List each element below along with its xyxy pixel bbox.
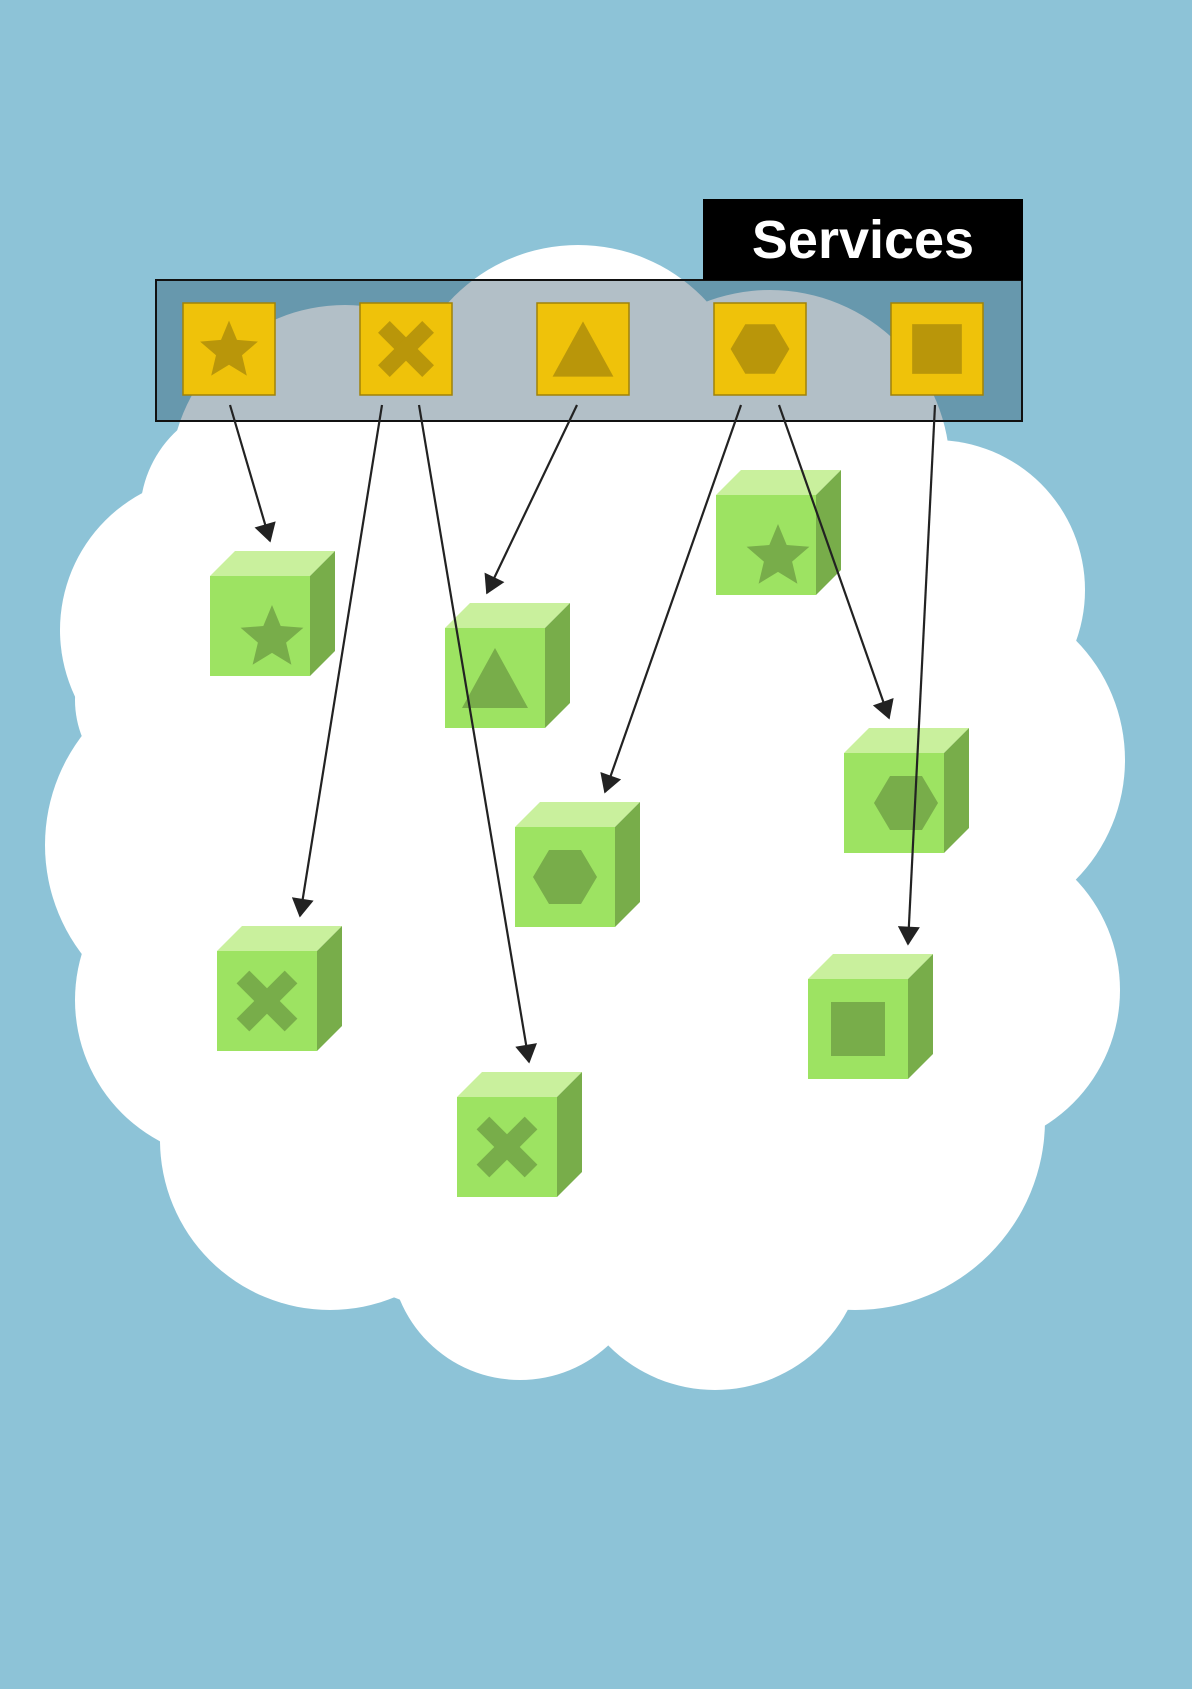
cube-star — [210, 551, 335, 676]
service-cross — [359, 302, 453, 396]
cross-icon — [378, 321, 434, 377]
service-box — [713, 302, 807, 396]
star-icon — [746, 524, 810, 584]
cube-side-face — [310, 551, 335, 676]
arrow-hexagon-to-cube-3 — [600, 404, 743, 794]
cube-front-face — [210, 576, 310, 676]
cube-top-face — [515, 802, 640, 827]
cube-cross — [457, 1072, 582, 1197]
cube-side-face — [615, 802, 640, 927]
cube-top-face — [808, 954, 933, 979]
square-icon — [912, 324, 962, 374]
hexagon-icon — [730, 324, 790, 374]
arrow-cross-to-cube-5 — [291, 404, 384, 918]
service-hexagon — [713, 302, 807, 396]
cube-side-face — [944, 728, 969, 853]
cube-top-face — [445, 603, 570, 628]
cube-cross — [217, 926, 342, 1051]
cube-side-face — [908, 954, 933, 1079]
cube-top-face — [217, 926, 342, 951]
square-icon — [831, 1002, 885, 1056]
cube-square — [808, 954, 933, 1079]
cube-triangle — [445, 603, 570, 728]
arrow-triangle-to-cube-1 — [484, 404, 578, 595]
cube-side-face — [545, 603, 570, 728]
cube-top-face — [844, 728, 969, 753]
arrow-cross-to-cube-7 — [417, 404, 537, 1064]
star-icon — [240, 605, 304, 665]
hexagon-icon — [533, 850, 597, 904]
cube-front-face — [716, 495, 816, 595]
triangle-icon — [552, 321, 614, 377]
arrow-star-to-cube-0 — [228, 404, 276, 543]
cube-star — [716, 470, 841, 595]
cube-top-face — [210, 551, 335, 576]
cube-top-face — [457, 1072, 582, 1097]
star-icon — [200, 320, 258, 376]
cube-hexagon — [844, 728, 969, 853]
arrow-hexagon-to-cube-4 — [777, 404, 894, 720]
cross-icon — [476, 1116, 538, 1178]
cube-hexagon — [515, 802, 640, 927]
arrow-square-to-cube-6 — [897, 404, 937, 946]
services-label: Services — [703, 199, 1023, 280]
hexagon-icon — [874, 776, 938, 830]
cube-side-face — [557, 1072, 582, 1197]
service-square — [890, 302, 984, 396]
triangle-icon — [462, 648, 528, 708]
service-triangle — [536, 302, 630, 396]
cross-icon — [236, 970, 298, 1032]
cube-side-face — [317, 926, 342, 1051]
cube-top-face — [716, 470, 841, 495]
service-star — [182, 302, 276, 396]
